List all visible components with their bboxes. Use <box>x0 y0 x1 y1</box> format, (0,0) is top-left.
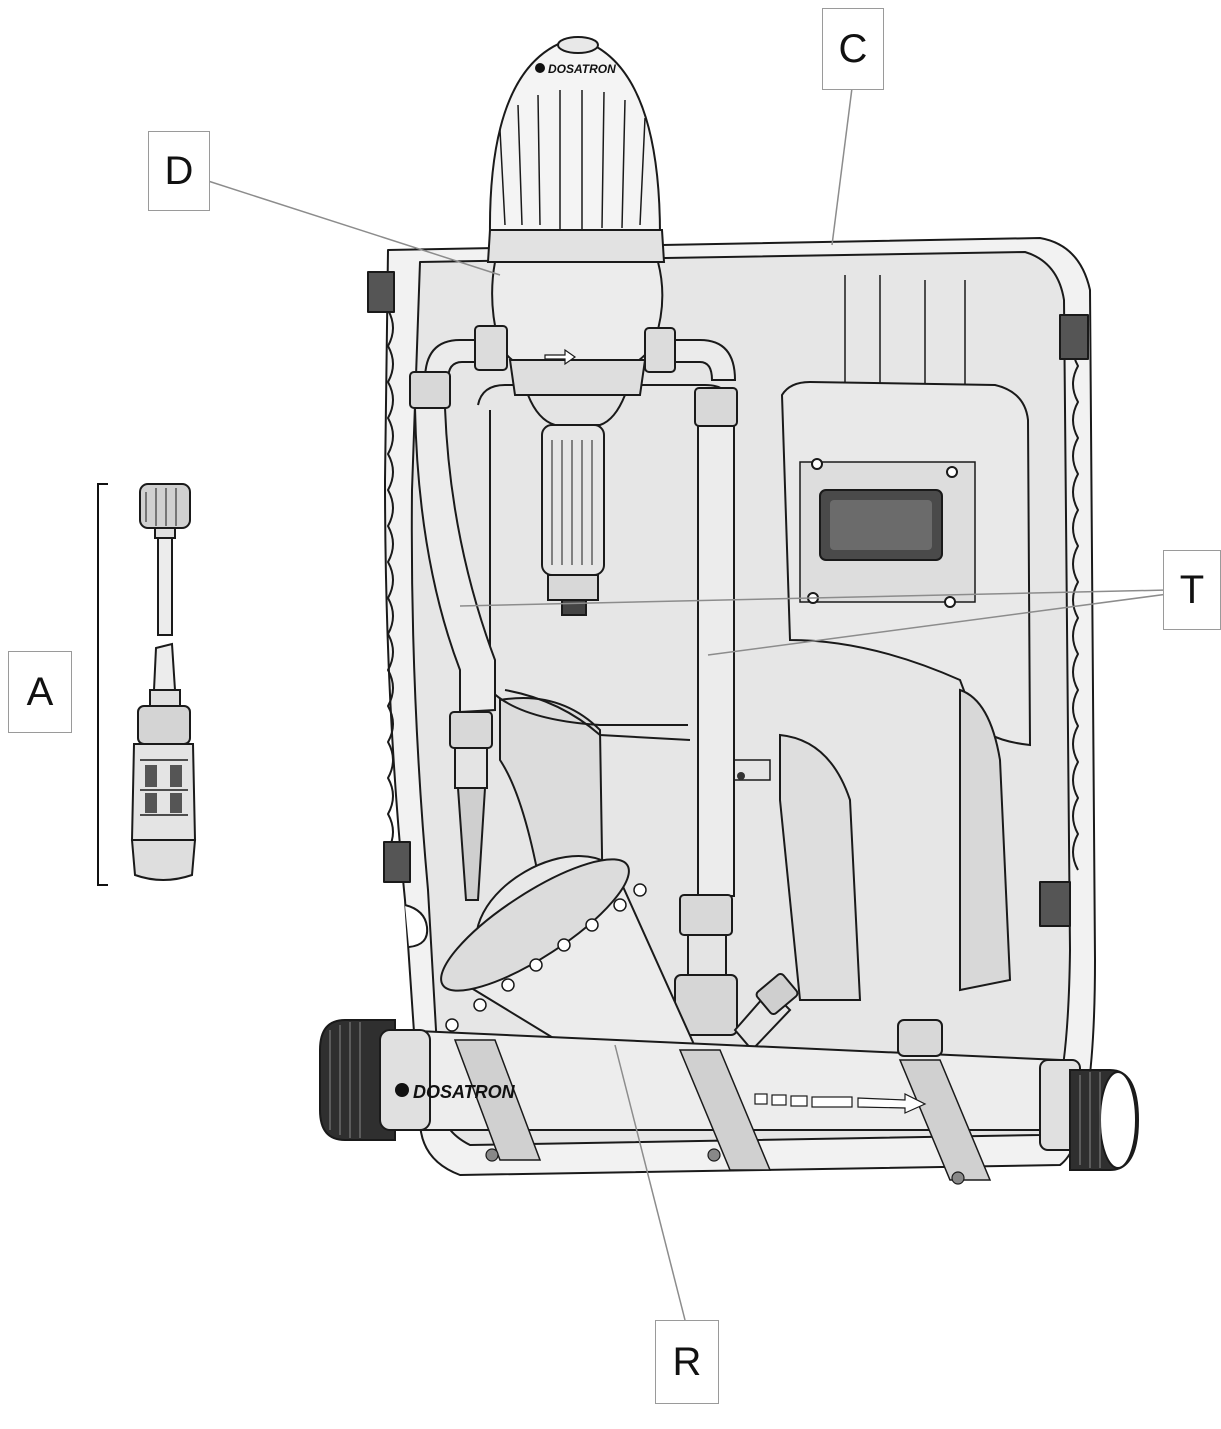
pipe-logo-text: DOSATRON <box>413 1082 516 1102</box>
callout-t-label: T <box>1179 567 1205 612</box>
callout-r-label: R <box>672 1339 702 1384</box>
pump-logo: DOSATRON <box>535 62 616 76</box>
pump-logo-text: DOSATRON <box>548 62 616 76</box>
pipe-logo: DOSATRON <box>395 1082 516 1102</box>
leader-t2 <box>707 593 1169 656</box>
leader-d <box>204 179 501 276</box>
callout-d-label: D <box>164 148 194 193</box>
callout-c: C <box>822 8 884 90</box>
callout-r: R <box>655 1320 719 1404</box>
callout-d: D <box>148 131 210 211</box>
left-hose <box>409 371 496 901</box>
callout-t: T <box>1163 550 1221 630</box>
right-hose <box>674 387 799 1052</box>
dosing-pump <box>486 36 666 616</box>
suction-kit <box>130 483 197 881</box>
callout-c-label: C <box>838 26 868 71</box>
callout-a-label: A <box>26 669 54 714</box>
leader-c <box>831 87 853 246</box>
bracket-a <box>97 483 108 886</box>
main-pipe <box>319 1019 1140 1185</box>
callout-a: A <box>8 651 72 733</box>
leader-r <box>614 1044 686 1321</box>
control-box <box>780 380 1032 747</box>
leader-lines <box>204 87 1169 1321</box>
leader-t1 <box>459 589 1169 607</box>
pump-elbows <box>423 325 737 381</box>
